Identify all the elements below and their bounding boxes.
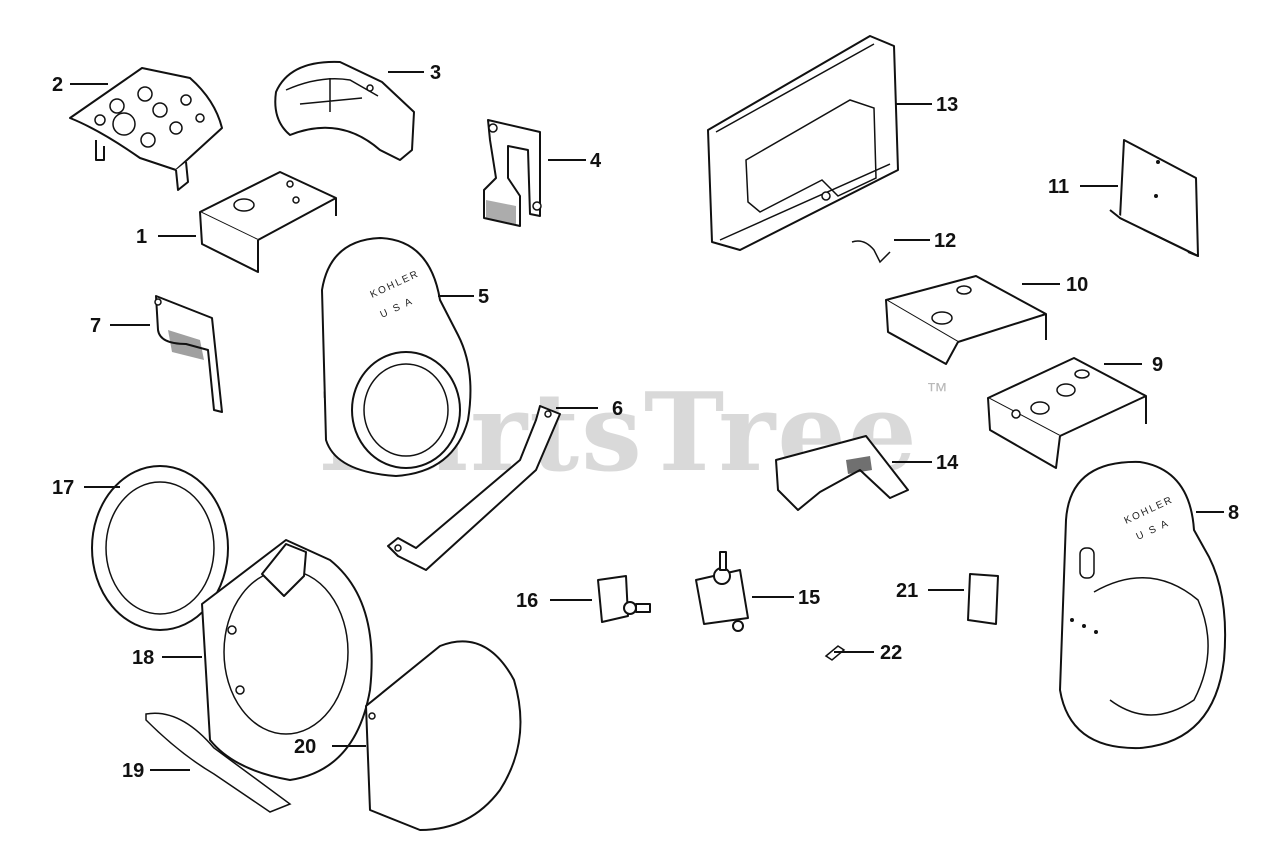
part-15-switch bbox=[695, 551, 749, 632]
callout-10: 10 bbox=[1066, 274, 1088, 296]
callout-16: 16 bbox=[516, 590, 538, 612]
part-5-blower-housing: KOHLER U S A bbox=[321, 237, 472, 477]
callout-5: 5 bbox=[478, 286, 489, 308]
part-6-bracket bbox=[387, 405, 561, 571]
callout-21: 21 bbox=[896, 580, 918, 602]
callout-1: 1 bbox=[136, 226, 147, 248]
callout-19: 19 bbox=[122, 760, 144, 782]
callout-8: 8 bbox=[1228, 502, 1239, 524]
callout-12: 12 bbox=[934, 230, 956, 252]
callout-17: 17 bbox=[52, 477, 74, 499]
callout-20: 20 bbox=[294, 736, 316, 758]
leader-lines bbox=[70, 71, 1224, 771]
part-1-shield bbox=[199, 171, 337, 273]
part-17-ring bbox=[91, 465, 229, 631]
part-4-bracket bbox=[483, 119, 542, 227]
part-7-bracket bbox=[154, 295, 223, 413]
callout-11: 11 bbox=[1048, 176, 1069, 198]
callout-22: 22 bbox=[880, 642, 902, 664]
part-3-shroud bbox=[274, 60, 415, 161]
watermark-tm: ™ bbox=[926, 378, 948, 403]
part-19-plate bbox=[145, 712, 292, 813]
part-18-scroll bbox=[201, 539, 373, 781]
callout-9: 9 bbox=[1152, 354, 1163, 376]
callout-4: 4 bbox=[590, 150, 602, 172]
part-12-clip bbox=[851, 240, 891, 264]
callout-3: 3 bbox=[430, 62, 441, 84]
callout-14: 14 bbox=[936, 452, 959, 474]
callout-7: 7 bbox=[90, 315, 101, 337]
callout-2: 2 bbox=[52, 74, 63, 96]
part-10-shield bbox=[885, 275, 1047, 365]
part-20-cover bbox=[365, 640, 522, 831]
part-11-plate bbox=[1109, 139, 1199, 257]
callout-15: 15 bbox=[798, 587, 820, 609]
part-21-tag bbox=[967, 573, 999, 625]
part-2-plate bbox=[69, 67, 223, 191]
part-13-frame bbox=[707, 35, 899, 251]
callout-labels: 2 3 4 1 5 7 6 17 18 19 20 16 15 13 11 12… bbox=[52, 62, 1239, 782]
callout-18: 18 bbox=[132, 647, 154, 669]
callout-6: 6 bbox=[612, 398, 623, 420]
part-8-housing: KOHLER U S A bbox=[1059, 460, 1227, 750]
callout-13: 13 bbox=[936, 94, 958, 116]
part-9-shield bbox=[987, 357, 1147, 469]
part-14-bracket bbox=[775, 435, 909, 511]
part-16-switch bbox=[597, 575, 651, 623]
part-22-pin bbox=[824, 645, 846, 661]
